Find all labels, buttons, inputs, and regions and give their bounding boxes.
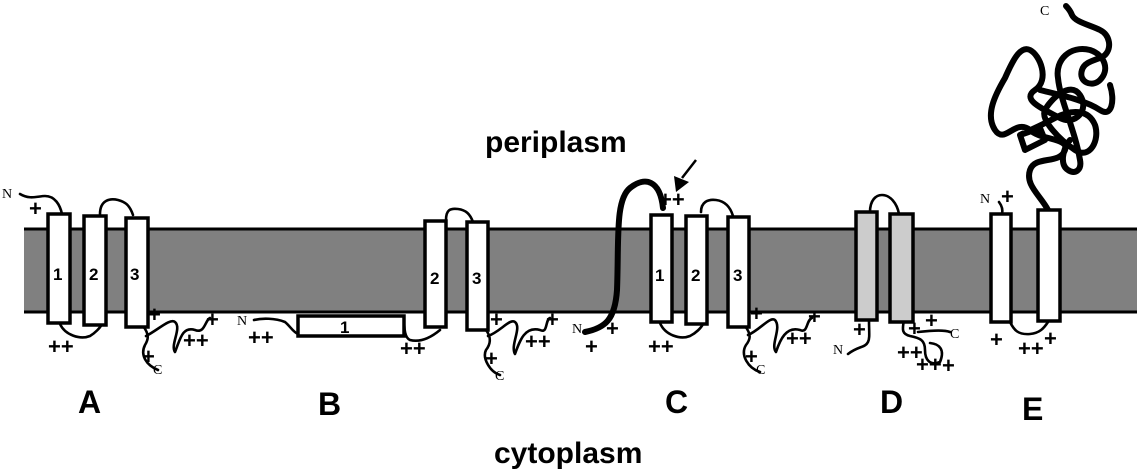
n-terminal-tail [846,318,871,356]
tm-helix-1 [649,213,674,324]
charge: ++ [786,326,812,351]
helix-number: 1 [655,266,664,285]
n-terminus-label: N [572,322,582,337]
charge: + [942,353,955,378]
membrane [24,227,1137,314]
charge: + [1044,326,1057,351]
cytoplasm-label: cytoplasm [494,437,642,470]
charge: + [546,307,559,332]
helix-number: 2 [89,265,98,284]
panel-label-e: E [1022,391,1043,427]
charge: + [148,302,161,327]
panel-label-b: B [318,386,341,422]
panel-label-d: D [880,384,903,420]
charge: + [990,327,1003,352]
n-terminus-label: N [833,343,843,358]
tm-helix-1 [854,210,879,322]
charge: ++ [400,336,426,361]
periplasm-label: periplasm [485,126,627,159]
c-terminus-label: C [495,369,504,384]
charge: ++ [248,325,274,350]
cytoplasmic-loop [58,322,104,339]
charge: + [853,317,866,342]
charge: + [585,334,598,359]
tm-helix-1-horizontal [296,314,406,338]
charge: + [925,308,938,333]
helix-number: 2 [430,269,439,288]
c-terminal-tail [742,316,814,374]
charge: + [485,346,498,371]
helix-number: 3 [130,265,139,284]
periplasmic-loop [868,193,901,216]
n-terminus-label: N [237,314,247,329]
tm-helix-2 [82,214,108,327]
c-terminal-tail [901,318,952,365]
periplasmic-loop [444,207,475,224]
c-terminal-tail [483,316,552,377]
c-terminus-label: C [756,363,765,378]
cytoplasmic-loop [1008,320,1050,336]
helix-number: 1 [53,265,62,284]
charge: ++ [1018,336,1044,361]
charge: + [808,304,821,329]
charge: ++ [648,334,674,359]
tm-helix-1 [989,212,1013,324]
charge: ++ [183,328,209,353]
tm-helix-1 [46,212,72,325]
helix-number: 1 [340,318,349,337]
periplasmic-loop [699,198,735,218]
tm-helix-2 [888,212,915,324]
charge: + [206,307,219,332]
charge: ++ [659,187,685,212]
n-terminal-tail [18,192,64,216]
charge: + [606,316,619,341]
c-terminus-label: C [1040,4,1049,19]
panel-label-a: A [78,384,101,420]
charge: + [1001,184,1014,209]
charge: + [29,196,42,221]
helix-number: 3 [733,266,742,285]
n-terminus-label: N [2,187,12,202]
translocated-n-tail [582,178,666,335]
c-terminal-tail [141,316,212,372]
tm-helix-2 [684,214,709,326]
tm-helix-3 [726,215,751,329]
membrane-bilayer [24,229,1137,312]
c-terminus-label: C [950,327,959,342]
panel-a: N + ++ + + ++ + C 1 2 3 A [2,187,219,420]
periplasmic-loop [98,198,135,217]
charge: ++ [48,334,74,359]
charge: ++ [916,352,942,377]
arrow-icon [674,176,689,192]
tm-helix-3 [124,216,150,329]
charge: + [142,344,155,369]
charge: ++ [525,329,551,354]
n-terminus-label: N [980,192,990,207]
tm-helix-2 [423,219,448,329]
cytoplasmic-loop [658,321,705,339]
charge: + [490,307,503,332]
panel-label-c: C [665,384,688,420]
panel-c: N + + ++ ++ + + ++ + C 1 2 3 C [572,159,821,420]
tm-helix-3 [465,220,490,332]
arrow-shaft [681,159,697,179]
n-terminal-tail [252,317,300,336]
helix-number: 2 [691,266,700,285]
panel-e: N + + ++ + C E [980,3,1116,427]
charge: ++ [897,340,923,365]
c-terminus-label: C [153,363,162,378]
cytoplasmic-loop [402,314,442,342]
tm-helix-2 [1036,208,1062,323]
globular-periplasmic-domain [987,3,1116,213]
panel-b: N ++ 1 ++ + + ++ + C 2 3 B [237,207,559,422]
helix-number: 3 [472,269,481,288]
panel-d: N + C + + ++ ++ + D [833,193,959,420]
charge: + [745,344,758,369]
charge: + [750,301,763,326]
